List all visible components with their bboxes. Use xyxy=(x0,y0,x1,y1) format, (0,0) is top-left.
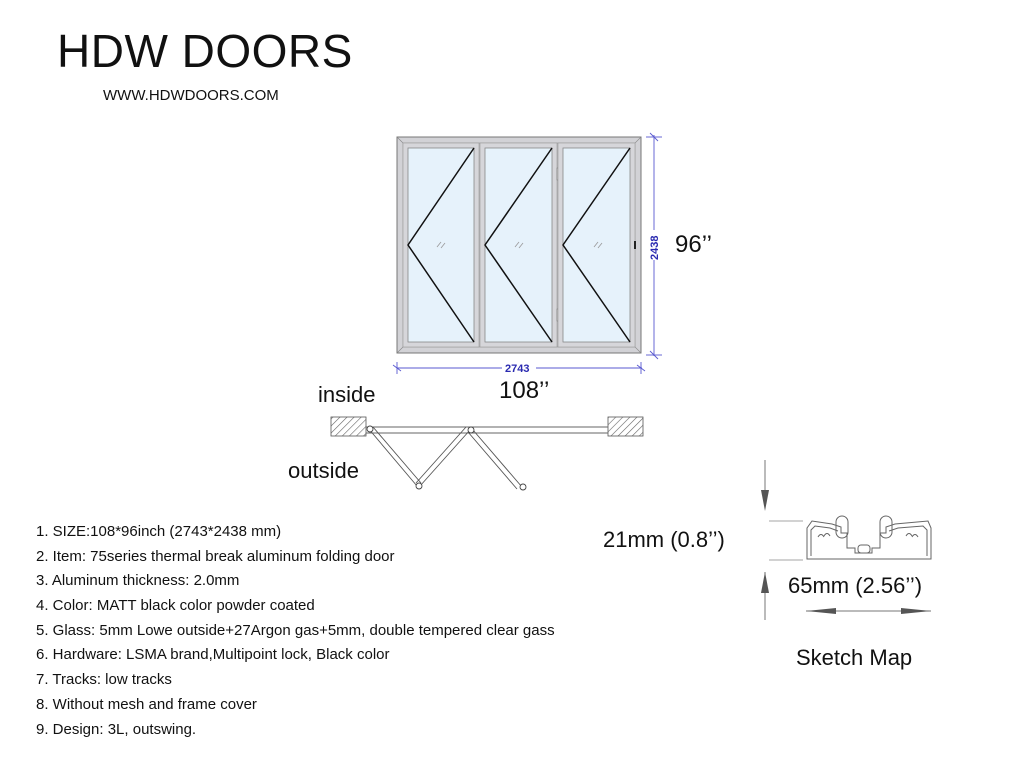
spec-item-item: 2. Item: 75series thermal break aluminum… xyxy=(36,547,395,565)
spec-item-thickness: 3. Aluminum thickness: 2.0mm xyxy=(36,572,240,590)
brand-website: WWW.HDWDOORS.COM xyxy=(103,87,279,104)
spec-item-glass: 5. Glass: 5mm Lowe outside+27Argon gas+5… xyxy=(36,621,555,639)
pivot-icon xyxy=(415,482,423,490)
arrow-down-icon xyxy=(761,490,769,511)
door-panel-1 xyxy=(402,142,480,348)
outside-label: outside xyxy=(288,458,359,483)
folding-plan-view xyxy=(330,416,644,491)
glass-reflection-icon xyxy=(593,241,603,249)
arrow-right-icon xyxy=(901,608,931,614)
arrow-up-icon xyxy=(761,572,769,593)
pivot-icon xyxy=(366,425,374,433)
pivot-icon xyxy=(467,426,475,434)
arrow-left-icon xyxy=(806,608,836,614)
height-mm-label: 2438 xyxy=(649,236,661,260)
brand-title: HDW DOORS xyxy=(57,25,353,77)
width-mm-label: 2743 xyxy=(505,363,529,375)
profile-width-label: 65mm (2.56’’) xyxy=(788,573,923,598)
spec-item-tracks: 7. Tracks: low tracks xyxy=(36,671,172,689)
spec-item-design: 9. Design: 3L, outswing. xyxy=(36,720,197,738)
door-handle-icon xyxy=(634,241,636,249)
spec-item-size: 1. SIZE:108*96inch (2743*2438 mm) xyxy=(36,523,282,540)
glass-reflection-icon xyxy=(514,241,524,249)
spec-item-color: 4. Color: MATT black color powder coated xyxy=(36,597,315,615)
height-inch-label: 96’’ xyxy=(675,231,712,258)
wall-right xyxy=(607,416,644,437)
profile-section-drawing xyxy=(761,460,932,620)
sketch-map-caption: Sketch Map xyxy=(796,645,913,670)
wall-left xyxy=(330,416,367,437)
pivot-icon xyxy=(519,483,527,491)
inside-label: inside xyxy=(318,382,376,407)
glass-reflection-icon xyxy=(436,241,446,249)
door-panel-2 xyxy=(479,142,561,348)
spec-item-hardware: 6. Hardware: LSMA brand,Multipoint lock,… xyxy=(36,646,390,664)
profile-height-label: 21mm (0.8’’) xyxy=(603,527,725,552)
door-panel-3 xyxy=(557,142,636,348)
width-inch-label: 108’’ xyxy=(499,377,550,404)
specification-list: 1. SIZE:108*96inch (2743*2438 mm) 2. Ite… xyxy=(36,520,555,742)
spec-item-mesh: 8. Without mesh and frame cover xyxy=(36,695,257,713)
